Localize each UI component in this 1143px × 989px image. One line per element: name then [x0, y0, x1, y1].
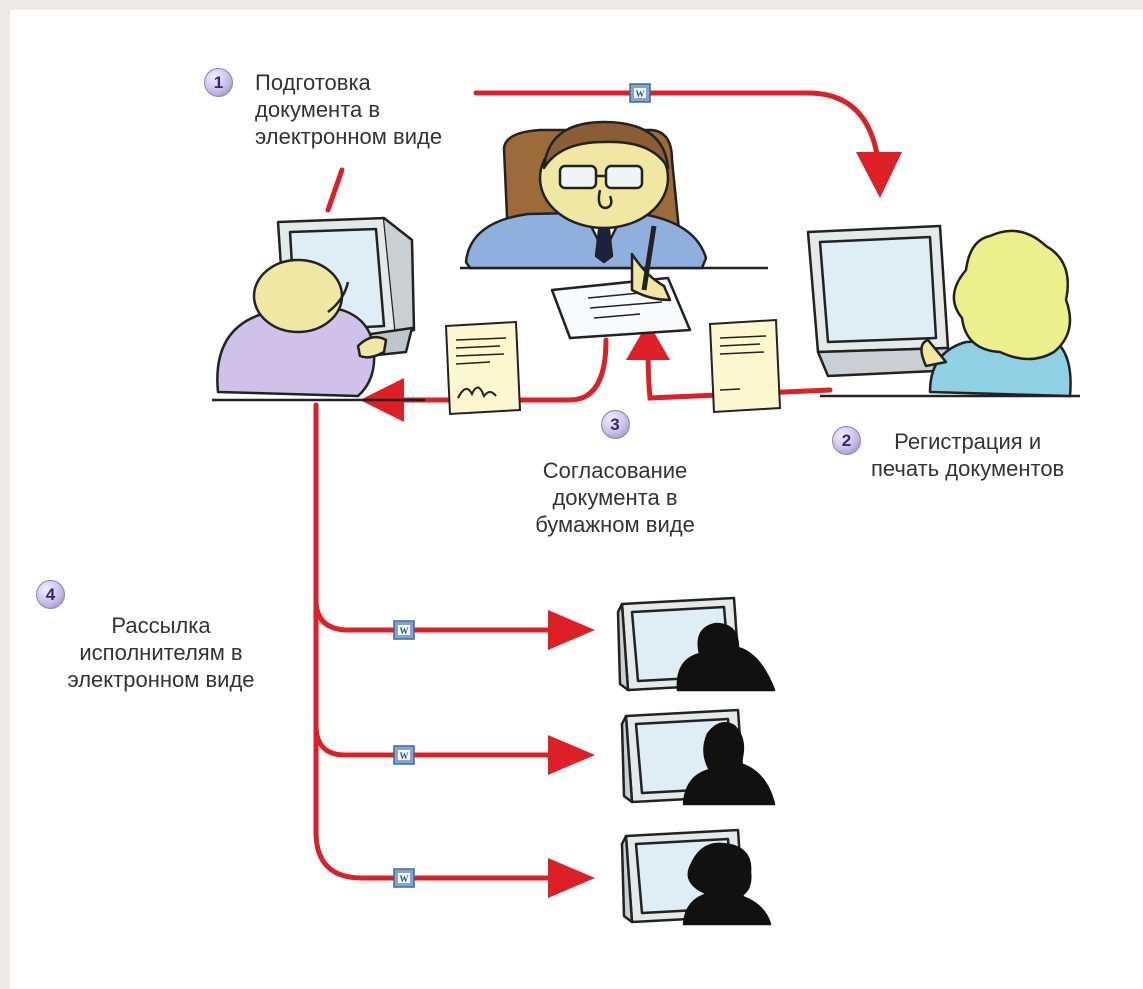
arrowhead-to-worker-1: [548, 610, 595, 650]
arrow-3-to-clerk: [397, 337, 609, 403]
arrow-1-to-clerk: [325, 167, 345, 213]
step-2-label: 2 Регистрация и печать документов: [832, 426, 1064, 482]
arrow-1-to-2: [473, 90, 881, 163]
step-2-text: Регистрация и печать документов: [871, 429, 1065, 481]
worker-1-illustration: [616, 596, 776, 692]
arrow-heads: [360, 152, 902, 898]
step-4-badge: 4: [36, 580, 65, 609]
step-4-text: Рассылка исполнителям в электронном виде: [67, 613, 255, 692]
worker-2-illustration: [620, 708, 776, 806]
paper-document-icon: [708, 318, 782, 414]
step-1-text: Подготовка документа в электронном виде: [255, 70, 443, 149]
clerk-illustration: [212, 216, 425, 402]
secretary-illustration: [806, 224, 1080, 398]
step-4-label: 4 Рассылка исполнителям в электронном ви…: [36, 580, 291, 693]
step-3-text: Согласование документа в бумажном виде: [535, 458, 695, 537]
arrowhead-to-manager: [626, 322, 670, 360]
arrowhead-to-secretary: [856, 152, 902, 198]
manager-illustration: [460, 120, 768, 340]
word-document-icon: [393, 620, 415, 640]
word-document-icon: [629, 83, 651, 103]
step-1-badge: 1: [204, 68, 233, 97]
signed-paper-icon: [444, 320, 522, 416]
step-3-badge: 3: [600, 410, 630, 439]
step-3-label: 3 Согласование документа в бумажном виде: [520, 410, 710, 538]
distribution-trunk: [313, 402, 563, 881]
worker-3-illustration: [620, 828, 772, 926]
word-document-icon: [393, 868, 415, 888]
flow-arrows: [313, 90, 881, 881]
arrowhead-to-worker-2: [548, 735, 595, 775]
distribution-branch-2: [313, 722, 563, 758]
step-1-label: 1 Подготовка документа в электронном вид…: [204, 68, 442, 150]
step-2-badge: 2: [832, 426, 861, 455]
arrowhead-to-worker-3: [548, 858, 595, 898]
distribution-branch-1: [313, 597, 563, 633]
word-document-icon: [393, 745, 415, 765]
